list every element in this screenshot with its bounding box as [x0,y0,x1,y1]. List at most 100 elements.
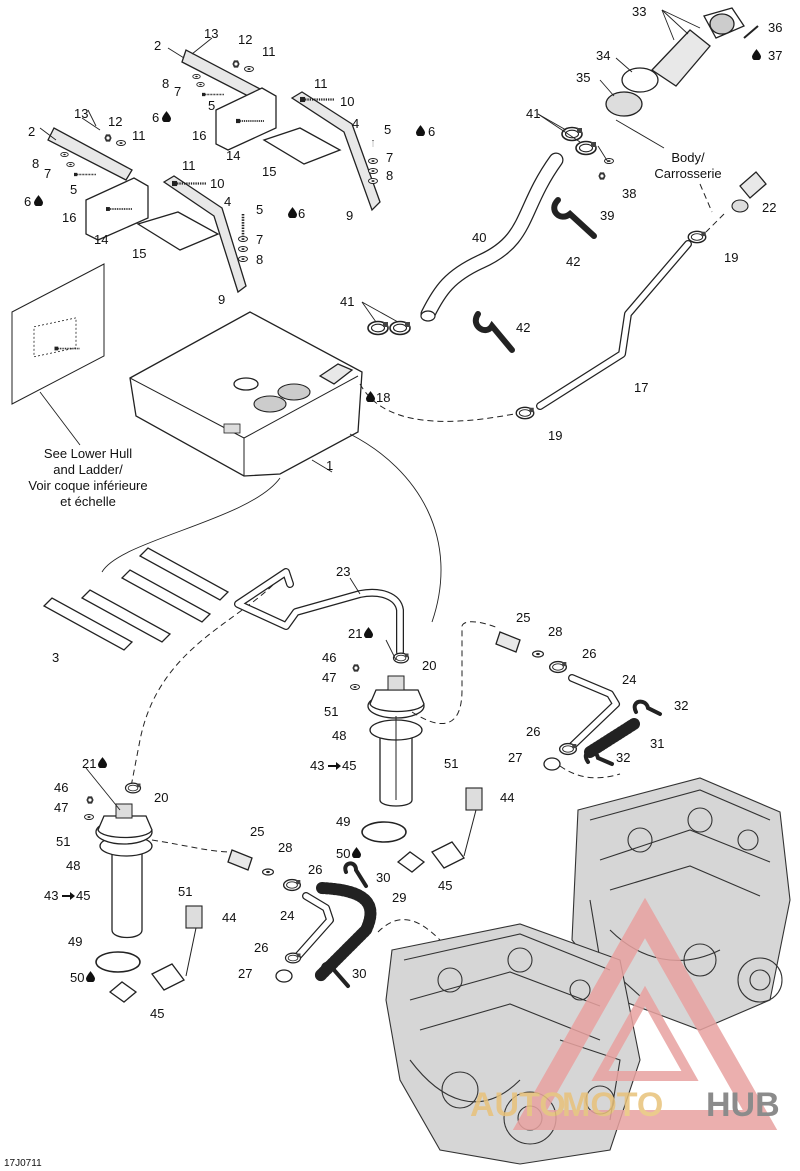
callout-35: 35 [576,70,590,85]
cap-tether-screw [743,25,759,39]
reference-panel [11,263,105,405]
cable-tie-left-2 [320,961,350,988]
cable-tie-right-2 [583,749,614,766]
strap-left [47,127,133,181]
callout-8: 8 [162,76,169,91]
callout-5: 5 [256,202,263,217]
callout-7: 7 [256,232,263,247]
fuel-return-line [234,568,404,656]
callout-48: 48 [66,858,80,873]
callout-28: 28 [548,624,562,639]
callout-25: 25 [250,824,264,839]
callout-49: 49 [68,934,82,949]
callout-18: 18 [376,390,390,405]
fill-cap [709,13,735,35]
callout-10: 10 [340,94,354,109]
pump-flange-right [277,383,311,401]
callout-2: 2 [28,124,35,139]
note-lower-hull-en-1: See Lower Hull [44,446,132,461]
callout-48: 48 [332,728,346,743]
callout-13: 13 [74,106,88,121]
fuel-supply-hose-right [566,674,620,752]
lower-hull-reference: See Lower Hull and Ladder/ Voir coque in… [11,263,148,509]
callout-8: 8 [386,168,393,183]
callout-24: 24 [280,908,294,923]
fuel-pump-left [95,803,203,1003]
callout-3: 3 [52,650,59,665]
filler-ring [621,67,659,93]
strap-right [162,175,247,294]
callout-5: 5 [208,98,215,113]
callout-45: 45 [438,878,452,893]
callout-26: 26 [308,862,322,877]
drop-icon [352,847,361,858]
callout-25: 25 [516,610,530,625]
fuel-supply-hose-left [294,892,334,960]
protective-sleeve-right [584,718,640,758]
callout-26: 26 [582,646,596,661]
callout-5: 5 [70,182,77,197]
callout-22: 22 [762,200,776,215]
callout-13: 13 [204,26,218,41]
note-body-2: Carrosserie [654,166,721,181]
callout-9: 9 [218,292,225,307]
callout-50: 50 [70,970,84,985]
callout-20: 20 [154,790,168,805]
vent-fitting [318,363,354,385]
quick-connect-right [495,631,521,653]
filler-hose [420,152,564,322]
callout-11: 11 [132,128,146,143]
callout-21: 21 [348,626,362,641]
callout-44: 44 [222,910,236,925]
callout-32: 32 [616,750,630,765]
callout-34: 34 [596,48,610,63]
callout-49: 49 [336,814,350,829]
callout-51: 51 [444,756,458,771]
bolt-pattern-icon [33,317,80,358]
tank-support-pads [42,547,230,651]
callout-43: 43 [44,888,58,903]
callout-1: 1 [326,458,333,473]
callout-10: 10 [210,176,224,191]
watermark-text-hub: HUB [706,1086,780,1124]
callout-39: 39 [600,208,614,223]
callout-45: 45 [76,888,90,903]
vent-tube [536,240,692,410]
quick-connect-left [227,849,253,871]
drop-icon [752,49,761,60]
drop-icon [366,391,375,402]
callout-28: 28 [278,840,292,855]
callout-41: 41 [526,106,540,121]
callout-2: 2 [154,38,161,53]
callout-51: 51 [324,704,338,719]
callout-41: 41 [340,294,354,309]
cable-tie-left-1 [343,861,368,888]
callout-47: 47 [54,800,68,815]
callout-4: 4 [352,116,359,131]
watermark-text-auto: AUTO [470,1086,566,1124]
callout-16: 16 [62,210,76,225]
callout-42: 42 [516,320,530,335]
drop-icon [34,195,43,206]
body-note-leader-1 [615,119,665,149]
hold-down-pad [136,211,220,251]
callout-arrows [62,762,341,900]
callout-20: 20 [422,658,436,673]
cable-tie-upper [551,197,597,239]
callout-labels: 1 2 2 3 4 4 5 5 5 5 6 6 6 6 7 7 7 7 8 8 … [24,4,782,1021]
callout-leaders [39,9,701,811]
callout-11: 11 [182,158,196,173]
callout-21: 21 [82,756,96,771]
callout-4: 4 [224,194,231,209]
callout-40: 40 [472,230,486,245]
note-lower-hull-en-2: and Ladder/ [53,462,123,477]
callout-44: 44 [500,790,514,805]
callout-45: 45 [150,1006,164,1021]
callout-6: 6 [428,124,435,139]
callout-19: 19 [548,428,562,443]
watermark-logo: AUTO MOTO HUB [470,897,780,1130]
cable-tie-lower [472,311,515,353]
lower-tank-strap-assembly [47,127,248,294]
drop-icon [86,971,95,982]
